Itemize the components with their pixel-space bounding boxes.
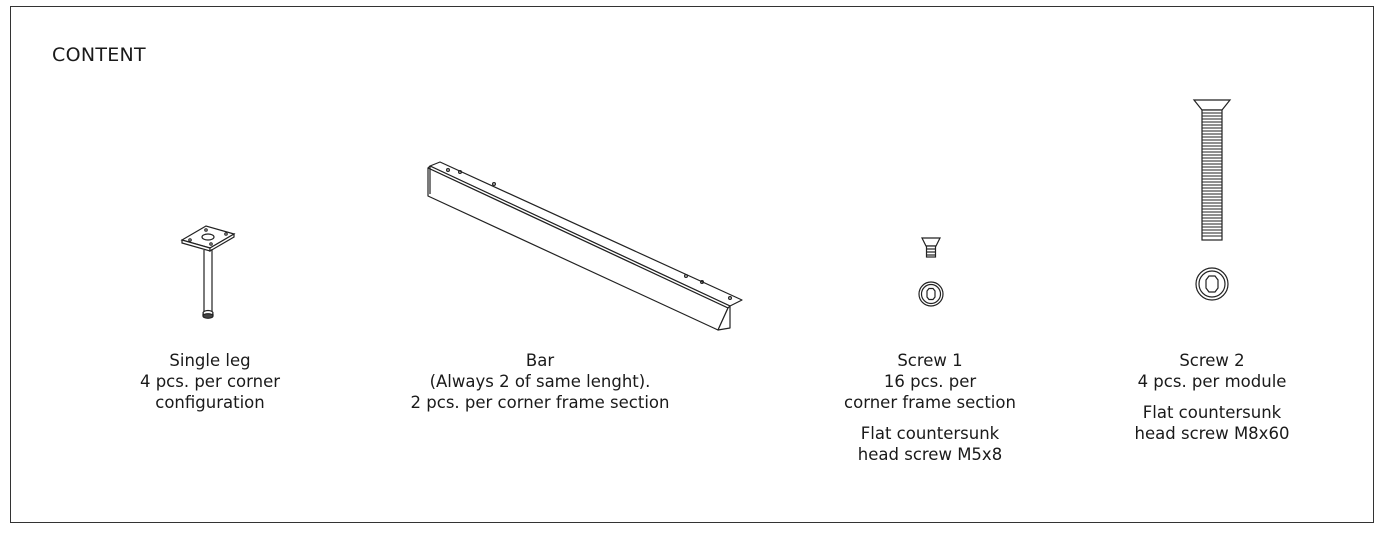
- section-title: CONTENT: [52, 44, 146, 66]
- item-spec: Flat countersunk: [860, 424, 1000, 443]
- item-name: Screw 2: [1179, 351, 1245, 370]
- item-name: Screw 1: [897, 351, 963, 370]
- item-screw-2: Screw 2 4 pcs. per module Flat countersu…: [1102, 350, 1322, 444]
- item-spec: head screw M5x8: [857, 445, 1003, 464]
- item-single-leg: Single leg 4 pcs. per corner configurati…: [100, 350, 320, 413]
- item-line: corner frame section: [844, 393, 1016, 412]
- item-bar: Bar (Always 2 of same lenght). 2 pcs. pe…: [380, 350, 700, 413]
- item-screw-1: Screw 1 16 pcs. per corner frame section…: [820, 350, 1040, 465]
- item-line: 16 pcs. per: [883, 372, 977, 391]
- item-line: (Always 2 of same lenght).: [429, 372, 651, 391]
- item-spec: Flat countersunk: [1142, 403, 1282, 422]
- screw-2-illustration: [1186, 98, 1238, 314]
- item-name: Bar: [525, 351, 555, 370]
- item-line: 2 pcs. per corner frame section: [410, 393, 670, 412]
- item-line: 4 pcs. per module: [1137, 372, 1287, 391]
- single-leg-illustration: [176, 218, 242, 322]
- item-spec: head screw M8x60: [1134, 424, 1290, 443]
- item-line: configuration: [155, 393, 265, 412]
- item-name: Single leg: [169, 351, 251, 370]
- content-frame: [10, 6, 1374, 523]
- screw-1-illustration: [914, 236, 948, 308]
- item-line: 4 pcs. per corner: [139, 372, 281, 391]
- bar-illustration: [412, 158, 746, 334]
